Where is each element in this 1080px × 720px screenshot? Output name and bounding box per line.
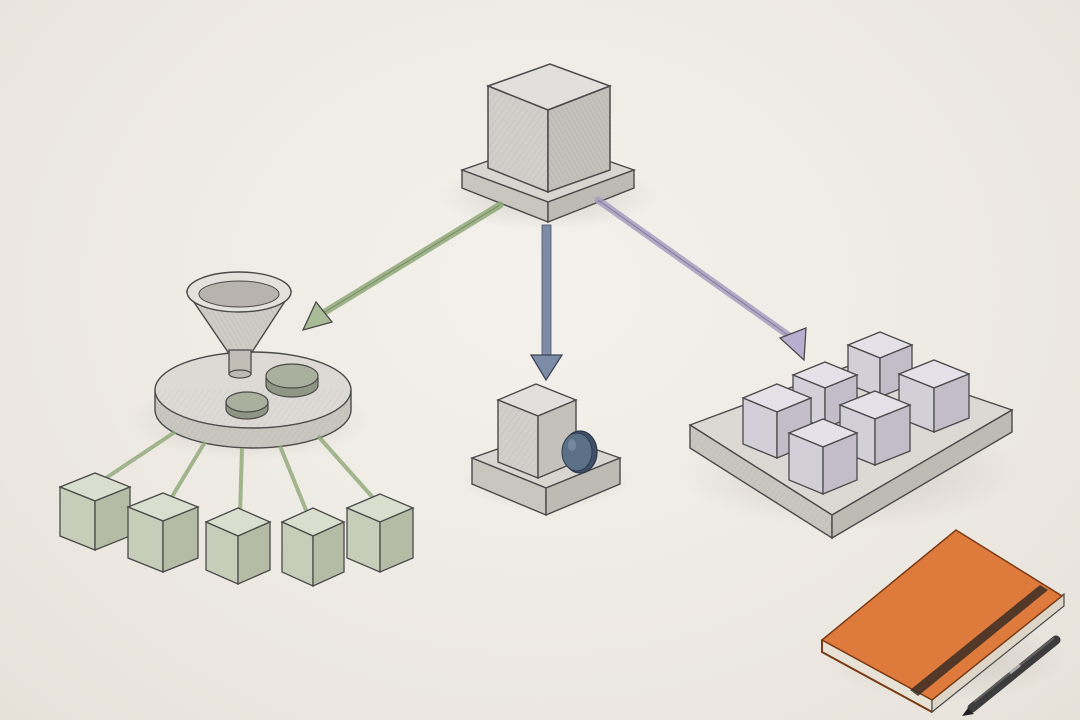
grid-cube-4 (741, 383, 813, 459)
edge-source-grid (594, 196, 807, 362)
source-node (438, 63, 658, 230)
output-cube-5 (345, 493, 415, 573)
output-cube-4 (280, 507, 346, 588)
lens-icon (561, 430, 598, 474)
pen-icon (962, 635, 1061, 716)
grid-cube-6 (787, 418, 859, 495)
funnel-icon (185, 271, 293, 379)
filter-outputs (58, 430, 415, 588)
notebook-icon (820, 529, 1065, 714)
edge-source-filter (301, 201, 504, 332)
output-cube-1 (58, 472, 132, 551)
single-node (460, 383, 630, 517)
edge-source-single (529, 224, 564, 382)
grid-node (680, 331, 1020, 540)
output-cube-2 (126, 492, 200, 573)
output-cube-3 (204, 507, 272, 585)
filter-node (130, 271, 370, 460)
